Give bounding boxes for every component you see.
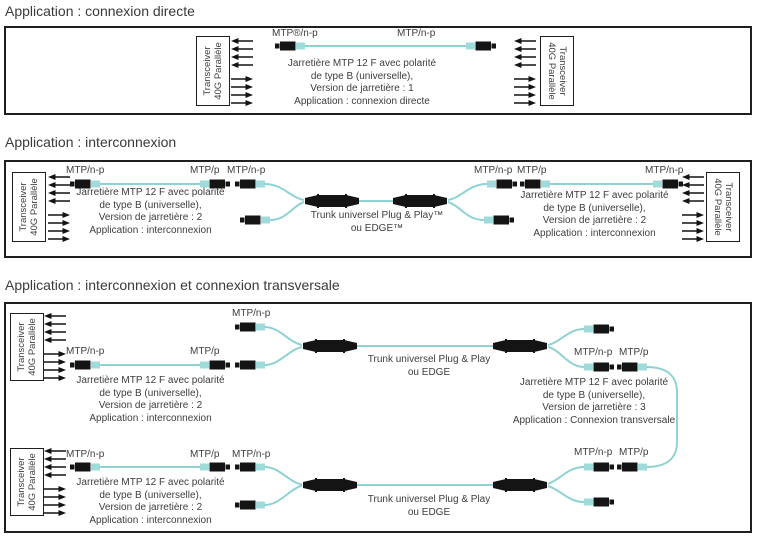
mtp-label: MTP/p [517, 165, 547, 176]
s1-jarretiere-cable [275, 41, 496, 51]
section3-title: Application : interconnexion et connexio… [5, 277, 340, 293]
mtp-label: MTP/n-p [227, 165, 266, 176]
mtp-label: MTP/n-p [474, 165, 513, 176]
mtp-label: MTP/p [619, 347, 649, 358]
mtp-label: MTP/p [190, 346, 220, 357]
s2-trunk [240, 183, 514, 225]
s3-jarretiere-bottom [70, 462, 265, 510]
s3-jarretiere-top [70, 322, 265, 370]
s2-jarretiere-left [70, 179, 265, 189]
mtp-label: MTP/n-p [66, 449, 105, 460]
mtp-label: MTP/n-p [66, 346, 105, 357]
s1-transceiver-right-arrows [514, 38, 536, 106]
mtp-label: MTP/n-p [397, 28, 436, 39]
section2-title: Application : interconnexion [5, 134, 177, 150]
s3-transceiver-top-arrows [44, 313, 66, 381]
s1-transceiver-left-arrows [231, 38, 253, 106]
section1-frame [4, 26, 752, 115]
mtp-label: MTP/n-p [232, 308, 271, 319]
s3-trunk-top [264, 324, 614, 368]
s3-jarretiere-transversale [584, 362, 678, 472]
s3-transceiver-bottom-arrows [44, 448, 66, 516]
section1-title: Application : connexion directe [5, 3, 195, 19]
mtp-label: MTP/p [190, 449, 220, 460]
mtp-label: MTP®/n-p [272, 28, 318, 39]
s2-transceiver-left-arrows [48, 174, 70, 242]
section3-frame [4, 302, 752, 533]
mtp-label: MTP/n-p [574, 447, 613, 458]
mtp-label: MTP/n-p [66, 165, 105, 176]
s3-trunk-bottom [264, 466, 614, 507]
mtp-label: MTP/n-p [574, 347, 613, 358]
mtp-label: MTP/p [190, 165, 220, 176]
mtp-label: MTP/n-p [232, 449, 271, 460]
mtp-label: MTP/n-p [645, 165, 684, 176]
mtp-connector [275, 41, 305, 51]
s2-transceiver-right-arrows [682, 174, 704, 242]
mtp-connector [466, 41, 496, 51]
s2-jarretiere-right [487, 179, 683, 189]
mtp-label: MTP/p [619, 447, 649, 458]
section2-frame [4, 160, 752, 258]
